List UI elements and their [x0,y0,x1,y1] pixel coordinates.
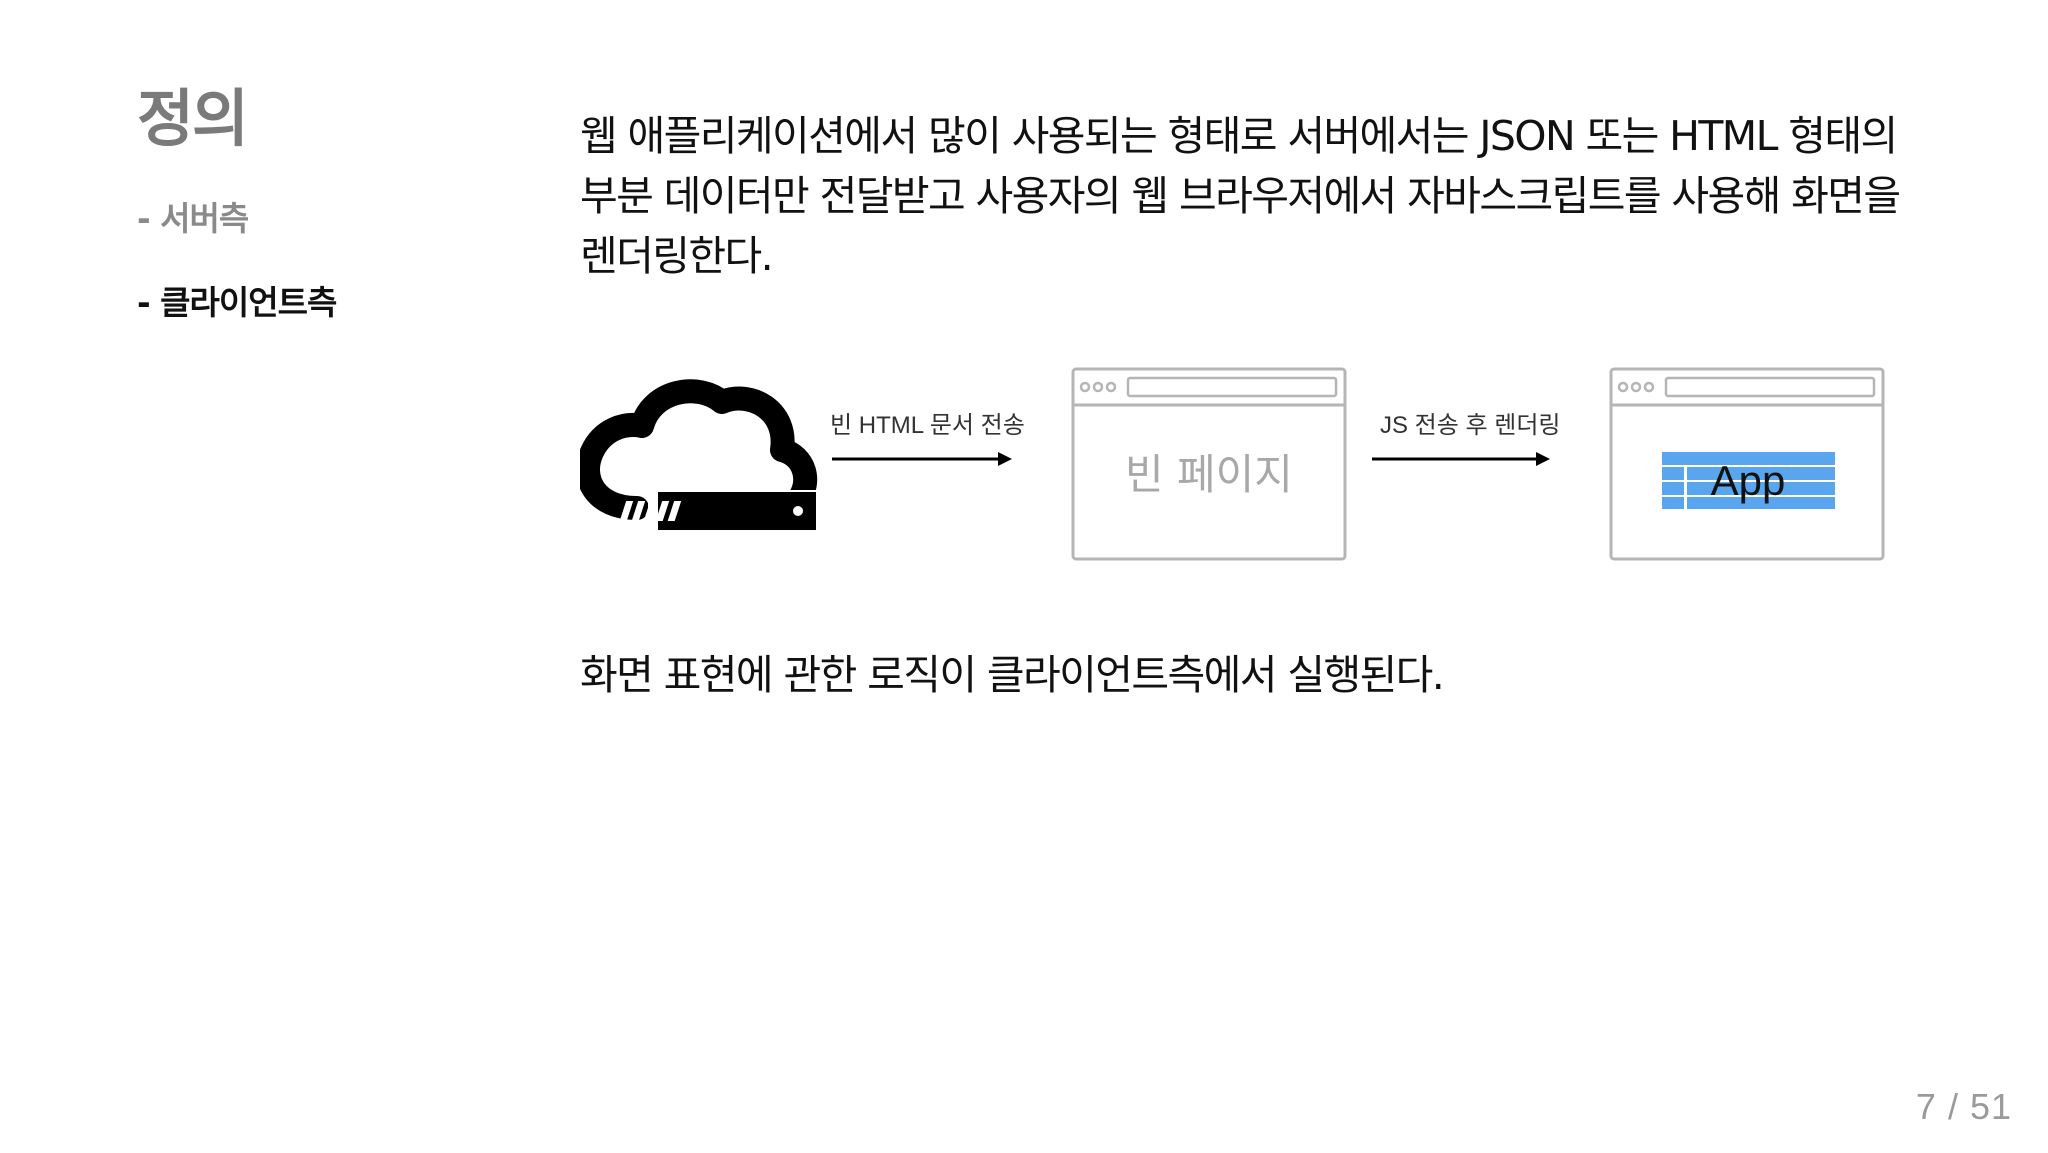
app-browser-window: App [1609,367,1885,561]
arrow-1-label: 빈 HTML 문서 전송 [830,412,1025,439]
page-title: 정의 [137,82,249,155]
arrow-right-icon [1372,452,1550,466]
nav-item-client-side: - 클라이언트측 [137,283,337,322]
rendering-diagram: 빈 HTML 문서 전송 빈 페이지 JS 전송 후 렌더링 [580,367,1885,561]
blank-page-label: 빈 페이지 [1125,450,1293,499]
definition-paragraph: 웹 애플리케이션에서 많이 사용되는 형태로 서버에서는 JSON 또는 HTM… [580,112,1901,280]
summary-paragraph: 화면 표현에 관한 로직이 클라이언트측에서 실행된다. [580,651,1445,699]
blank-page-browser-window: 빈 페이지 [1071,367,1347,561]
cloud-server-icon [580,379,818,534]
app-label: App [1711,457,1786,504]
arrow-2-label: JS 전송 후 렌더링 [1380,412,1561,439]
page-number: 7 / 51 [1915,1086,2012,1127]
nav-item-server-side: - 서버측 [137,199,249,238]
app-table-graphic [1662,452,1835,509]
arrow-right-icon [832,452,1012,466]
